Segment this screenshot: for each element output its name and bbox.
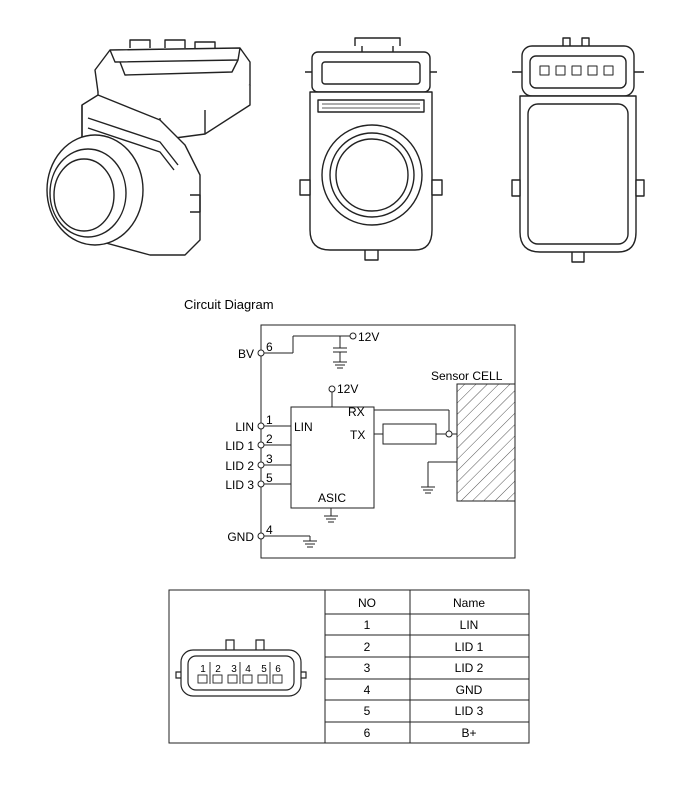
pin-num-gnd: 4 xyxy=(266,523,273,537)
pin-num-lid3: 5 xyxy=(266,471,273,485)
asic-rx-label: RX xyxy=(348,405,365,419)
sensor-front-illustration xyxy=(299,37,443,261)
table-cell-no: 5 xyxy=(364,704,371,718)
circuit-diagram xyxy=(260,324,516,559)
supply-top-label: 12V xyxy=(358,330,379,344)
supply-asic-label: 12V xyxy=(337,382,358,396)
table-cell-no: 6 xyxy=(364,726,371,740)
sensor-perspective-illustration xyxy=(46,39,251,256)
asic-label: ASIC xyxy=(318,491,346,505)
table-header-no: NO xyxy=(358,596,376,610)
supply-terminal xyxy=(349,332,357,340)
asic-supply-terminal xyxy=(328,385,336,393)
table-cell-name: LID 1 xyxy=(455,640,484,654)
sensor-cell xyxy=(456,383,516,502)
connector-pin-label: 3 xyxy=(231,664,237,675)
table-cell-no: 1 xyxy=(364,618,371,632)
sensor-node xyxy=(445,430,453,438)
table-cell-name: GND xyxy=(456,683,483,697)
table-cell-name: LID 3 xyxy=(455,704,484,718)
table-cell-name: B+ xyxy=(461,726,476,740)
pin-name-lin: LIN xyxy=(235,420,254,434)
pin-terminals xyxy=(257,349,265,540)
pin-name-gnd: GND xyxy=(227,530,254,544)
pin-num-lid1: 2 xyxy=(266,432,273,446)
connector-pin-label: 5 xyxy=(261,664,267,675)
table-cell-no: 3 xyxy=(364,661,371,675)
table-cell-no: 4 xyxy=(364,683,371,697)
pin-num-lid2: 3 xyxy=(266,452,273,466)
table-header-name: Name xyxy=(453,596,485,610)
tx-resistor xyxy=(382,423,437,445)
sensor-cell-label: Sensor CELL xyxy=(431,369,503,383)
pin-num-lin: 1 xyxy=(266,413,273,427)
connector-pin-label: 6 xyxy=(275,664,281,675)
pin-table xyxy=(168,589,530,744)
connector-illustration xyxy=(175,639,307,697)
pin-name-bv: BV xyxy=(238,347,254,361)
diagram-title: Circuit Diagram xyxy=(184,297,274,312)
pin-name-lid2: LID 2 xyxy=(225,459,254,473)
table-cell-name: LIN xyxy=(460,618,479,632)
asic-tx-label: TX xyxy=(350,428,365,442)
pin-name-lid1: LID 1 xyxy=(225,439,254,453)
table-cell-name: LID 2 xyxy=(455,661,484,675)
pin-num-bv: 6 xyxy=(266,340,273,354)
pin-name-lid3: LID 3 xyxy=(225,478,254,492)
connector-pin-label: 4 xyxy=(245,664,251,675)
table-cell-no: 2 xyxy=(364,640,371,654)
connector-pin-label: 1 xyxy=(200,664,206,675)
sensor-rear-illustration xyxy=(511,37,645,263)
connector-pin-label: 2 xyxy=(215,664,221,675)
asic-lin-label: LIN xyxy=(294,420,313,434)
